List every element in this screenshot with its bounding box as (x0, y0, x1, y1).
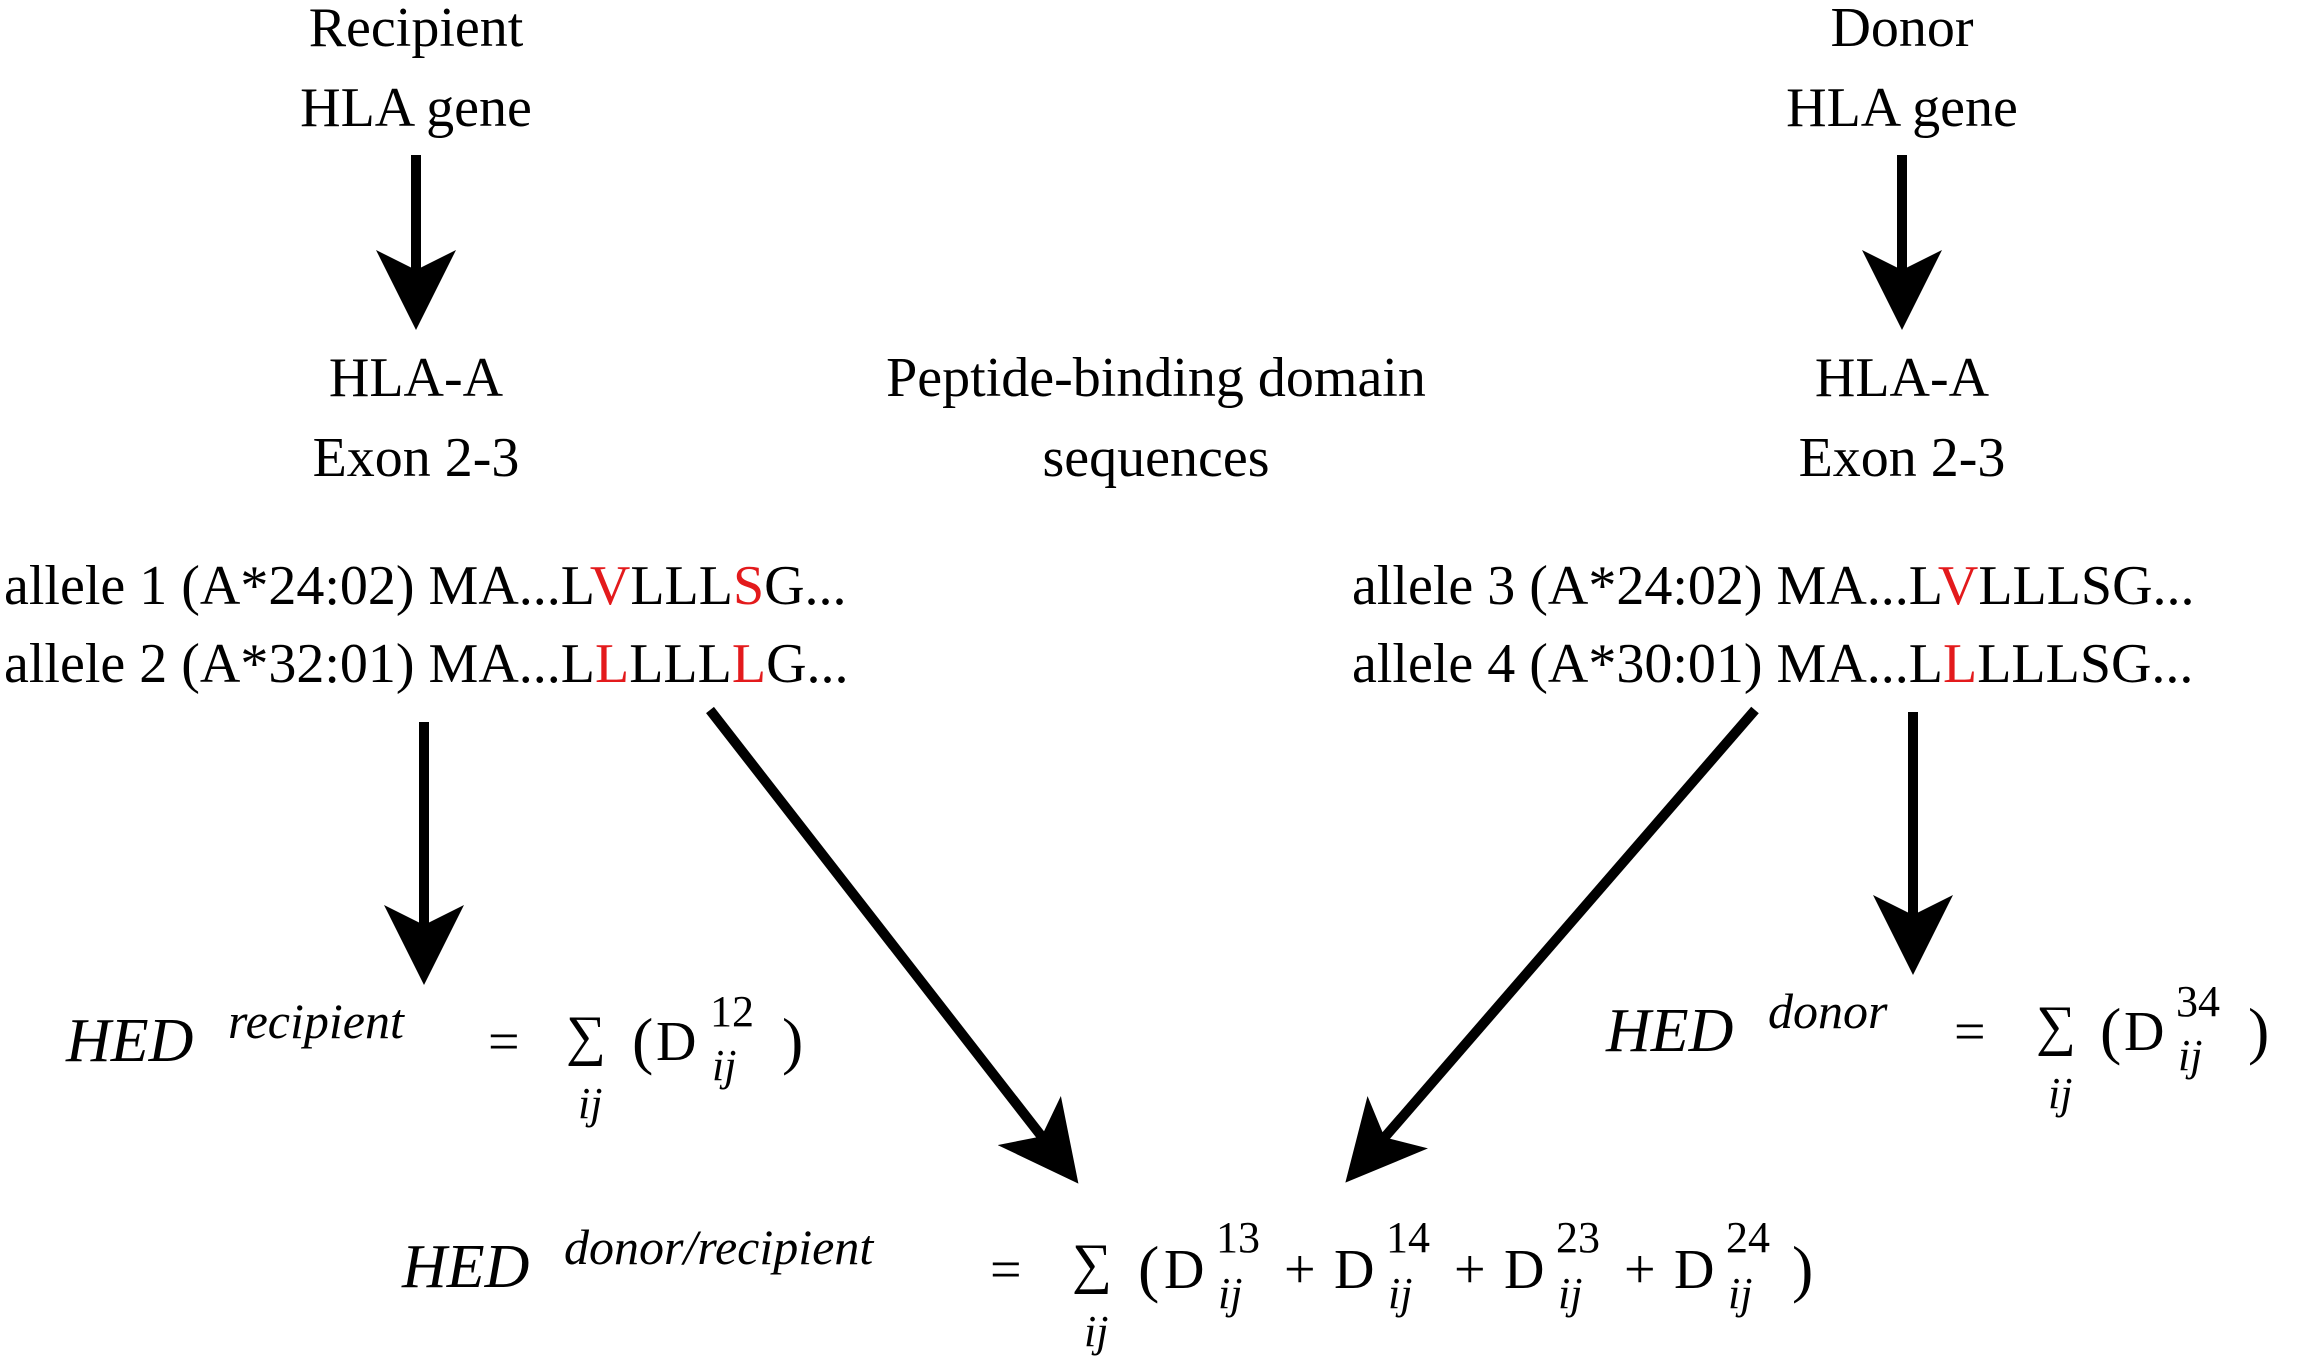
recipient-gene-header: Recipient HLA gene (236, 0, 596, 148)
allele-label: allele 3 (A*24:02) (1352, 555, 1763, 617)
recipient-header-line2: HLA gene (300, 77, 532, 139)
allele-row-3: allele 3 (A*24:02) MA...LVLLLSG... (1352, 546, 2195, 626)
allele-row-4: allele 4 (A*30:01) MA...LLLLLSG... (1352, 624, 2193, 704)
peptide-binding-label: Peptide-binding domain sequences (756, 338, 1556, 498)
donor-header-line2: HLA gene (1786, 77, 2018, 139)
allele-sequence: MA...LLLLLSG... (1776, 633, 2194, 695)
allele-label: allele 4 (A*30:01) (1352, 633, 1763, 695)
allele-row-2: allele 2 (A*32:01) MA...LLLLLLG... (4, 624, 849, 704)
donor-locus-label: HLA-A Exon 2-3 (1722, 338, 2082, 498)
allele-sequence: MA...LVLLLSG... (428, 555, 847, 617)
variant-residue: L (595, 633, 630, 695)
allele-label: allele 2 (A*32:01) (4, 633, 415, 695)
allele-sequence: MA...LLLLLLG... (428, 633, 849, 695)
peptide-label-line1: Peptide-binding domain (886, 347, 1426, 409)
donor-header-line1: Donor (1830, 0, 1974, 59)
variant-residue: L (731, 633, 767, 695)
donor-gene-header: Donor HLA gene (1722, 0, 2082, 148)
variant-residue: L (1943, 633, 1978, 695)
allele-row-1: allele 1 (A*24:02) MA...LVLLLSG... (4, 546, 847, 626)
recipient-locus-line2: Exon 2-3 (312, 427, 520, 489)
donor-locus-line2: Exon 2-3 (1798, 427, 2006, 489)
allele-sequence: MA...LVLLLSG... (1776, 555, 2195, 617)
recipient-locus-line1: HLA-A (328, 347, 504, 409)
variant-residue: V (1937, 555, 1979, 617)
arrow-recipient-alleles-to-combined (706, 706, 1079, 1184)
allele-label: allele 1 (A*24:02) (4, 555, 415, 617)
recipient-locus-label: HLA-A Exon 2-3 (236, 338, 596, 498)
donor-locus-line1: HLA-A (1814, 347, 1990, 409)
arrow-donor-alleles-to-combined (1345, 706, 1759, 1183)
variant-residue: S (732, 555, 765, 617)
variant-residue: V (589, 555, 631, 617)
peptide-label-line2: sequences (1042, 427, 1270, 489)
recipient-header-line1: Recipient (308, 0, 524, 59)
